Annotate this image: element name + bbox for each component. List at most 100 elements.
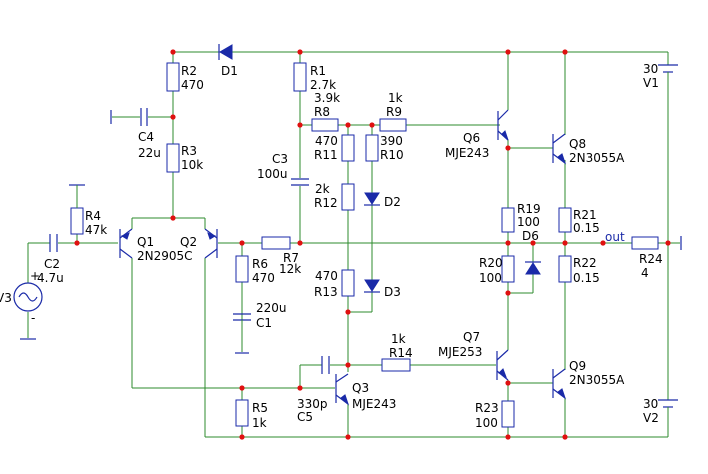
- resistor-r12: [341, 183, 355, 211]
- label-r8-name: R8: [314, 105, 330, 119]
- resistor-r22: [558, 255, 572, 283]
- label-r3-value: 10k: [181, 158, 203, 172]
- resistor-r19: [501, 207, 515, 233]
- label-c5-value: 330p: [297, 397, 328, 411]
- capacitors: [49, 108, 330, 374]
- resistor-r11: [341, 134, 355, 162]
- transistor-q1: [119, 228, 133, 259]
- label-r6-name: R6: [252, 257, 268, 271]
- label-c1-name: C1: [256, 316, 272, 330]
- label-r14-name: R14: [389, 346, 413, 360]
- label-d3-name: D3: [384, 285, 401, 299]
- resistor-r24: [631, 236, 659, 250]
- label-r2-value: 470: [181, 78, 204, 92]
- diodes: [218, 44, 541, 293]
- label-r11-name: R11: [314, 148, 338, 162]
- capacitor-c2: [49, 234, 58, 252]
- battery-v2: [658, 399, 678, 420]
- label-r12-name: R12: [314, 196, 338, 210]
- resistor-r4: [70, 207, 84, 235]
- capacitor-c3: [291, 178, 309, 186]
- label-r21-name: R21: [573, 208, 597, 222]
- label-r9-name: R9: [386, 105, 402, 119]
- ac-source-v3: [13, 282, 43, 312]
- sources: [13, 64, 682, 420]
- diode-d2: [364, 192, 380, 206]
- battery-v1: [658, 64, 678, 88]
- label-q7-part: MJE253: [438, 345, 482, 359]
- resistor-r8: [311, 118, 339, 132]
- label-r9-value: 1k: [388, 91, 403, 105]
- label-r5-value: 1k: [252, 416, 267, 430]
- label-c3-name: C3: [272, 152, 288, 166]
- diode-d6: [525, 261, 541, 275]
- label-q1-name: Q1: [137, 235, 154, 249]
- label-q7-name: Q7: [463, 330, 480, 344]
- label-v3-plus: +: [30, 269, 40, 283]
- label-net-out: out: [605, 230, 625, 244]
- resistor-r7: [261, 236, 291, 250]
- transistors: [119, 109, 567, 406]
- transistor-q3: [335, 373, 350, 406]
- label-r22-name: R22: [573, 256, 597, 270]
- resistor-r9: [379, 118, 407, 132]
- label-q1-part: 2N2905C: [137, 249, 193, 263]
- label-q8-part: 2N3055A: [569, 151, 625, 165]
- resistor-r10: [365, 134, 379, 162]
- label-r10-name: R10: [380, 148, 404, 162]
- resistor-r20: [501, 255, 515, 283]
- capacitor-c5: [321, 356, 330, 374]
- label-c4-name: C4: [138, 130, 154, 144]
- label-r20-value: 100: [479, 271, 502, 285]
- resistor-r21: [558, 207, 572, 233]
- resistor-r13: [341, 269, 355, 297]
- capacitor-c4: [140, 108, 148, 126]
- label-r11-value: 470: [315, 134, 338, 148]
- label-r3-name: R3: [181, 144, 197, 158]
- resistor-r23: [501, 400, 515, 428]
- transistor-q9: [552, 368, 567, 400]
- label-c4-value: 22u: [138, 146, 161, 160]
- label-v1-value: 30: [643, 62, 658, 76]
- label-r24-name: R24: [639, 252, 663, 266]
- label-r2-name: R2: [181, 64, 197, 78]
- label-r7-value: 12k: [279, 262, 301, 276]
- label-d1-name: D1: [221, 64, 238, 78]
- label-r14-value: 1k: [391, 332, 406, 346]
- label-r13-value: 470: [315, 269, 338, 283]
- label-c2-value: 4.7u: [37, 271, 64, 285]
- label-r24-value: 4: [641, 266, 649, 280]
- label-q6-part: MJE243: [445, 146, 489, 160]
- label-c2-name: C2: [44, 257, 60, 271]
- resistor-r3: [166, 143, 180, 173]
- label-r1-name: R1: [310, 64, 326, 78]
- label-r13-name: R13: [314, 285, 338, 299]
- label-c5-name: C5: [297, 410, 313, 424]
- transistor-q2: [204, 228, 218, 259]
- label-q3-name: Q3: [352, 381, 369, 395]
- resistor-r6: [235, 255, 249, 283]
- label-r23-value: 100: [475, 416, 498, 430]
- label-q9-name: Q9: [569, 359, 586, 373]
- label-r23-name: R23: [475, 401, 499, 415]
- transistor-q8: [552, 133, 567, 165]
- label-r4-value: 47k: [85, 223, 107, 237]
- label-r4-name: R4: [85, 209, 101, 223]
- label-r10-value: 390: [380, 134, 403, 148]
- label-v2-name: V2: [643, 411, 659, 425]
- diode-d3: [364, 279, 380, 293]
- label-v1-name: V1: [643, 76, 659, 90]
- label-r19-value: 100: [517, 215, 540, 229]
- label-r12-value: 2k: [315, 182, 330, 196]
- label-r20-name: R20: [479, 256, 503, 270]
- label-q3-part: MJE243: [352, 397, 396, 411]
- label-r6-value: 470: [252, 271, 275, 285]
- label-q2-name: Q2: [180, 235, 197, 249]
- resistor-r5: [235, 399, 249, 427]
- label-v3-name: V3: [0, 291, 12, 305]
- label-d2-name: D2: [384, 195, 401, 209]
- resistor-r14: [381, 358, 411, 372]
- label-r21-value: 0.15: [573, 221, 600, 235]
- label-r1-value: 2.7k: [310, 78, 336, 92]
